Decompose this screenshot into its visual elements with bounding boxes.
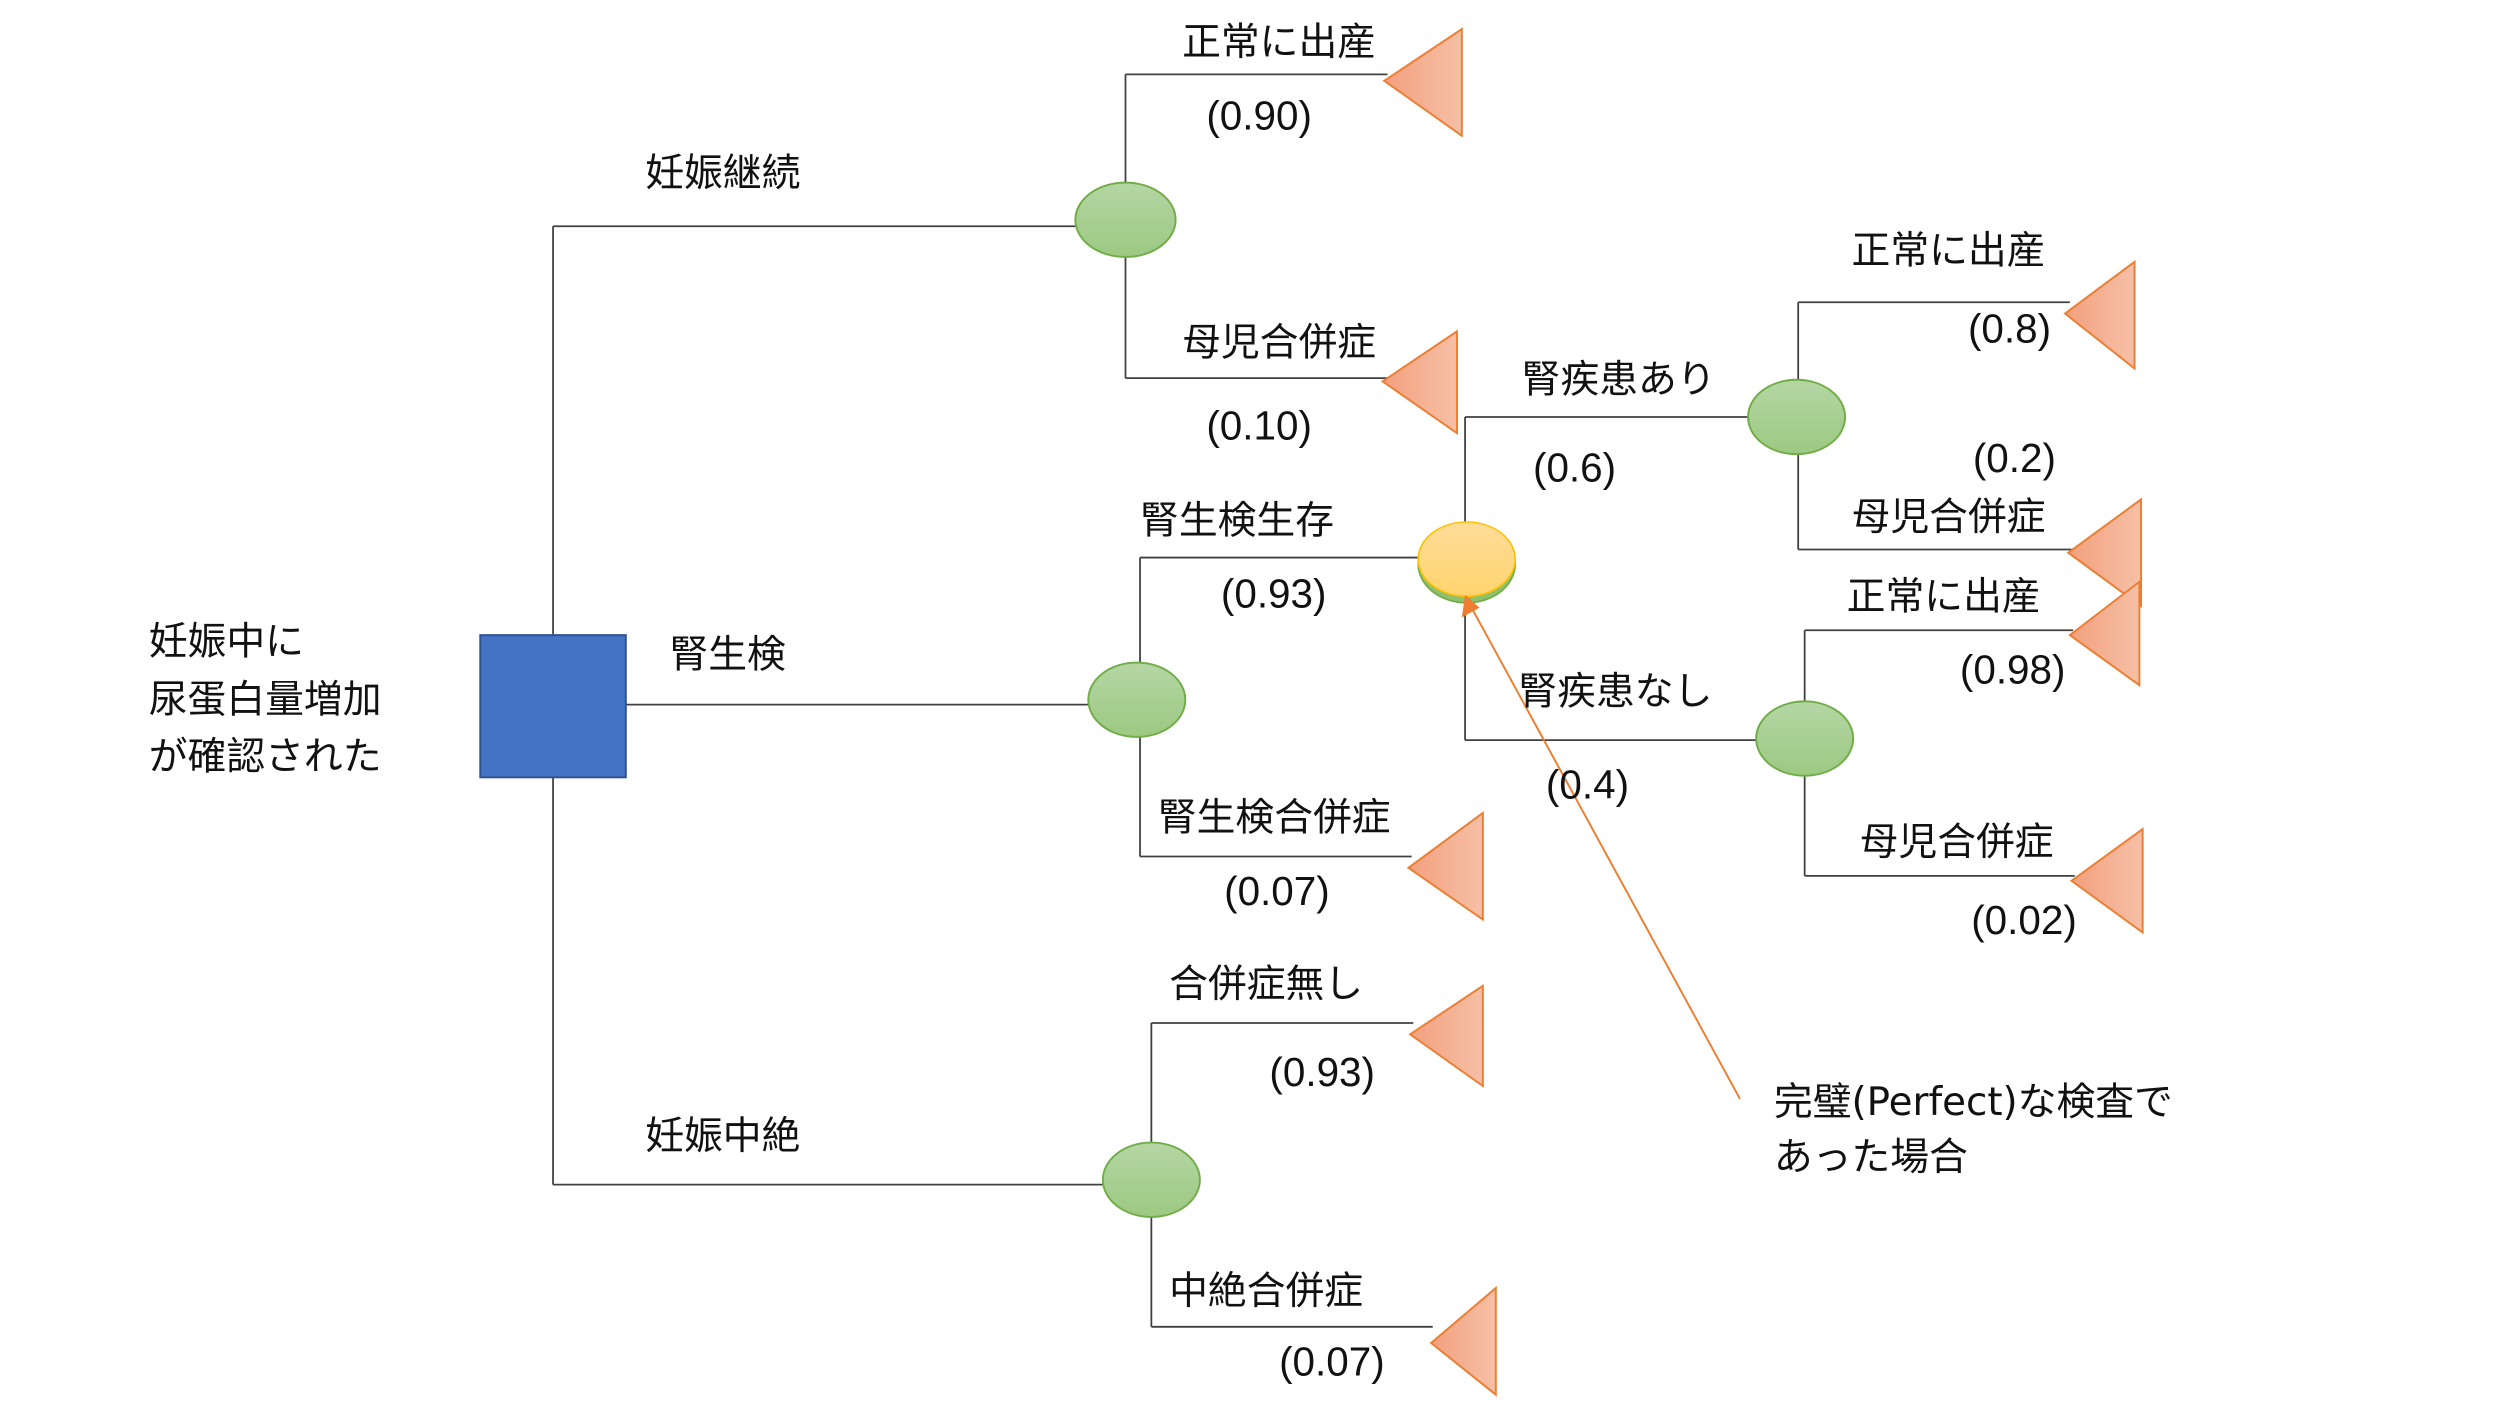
chance-node-continue[interactable] bbox=[1074, 181, 1177, 258]
dyes-complication-label: 母児合併症 bbox=[1852, 495, 2046, 540]
biopsy-complication-prob: (0.07) bbox=[1224, 868, 1330, 914]
terminal-node-dyes-complication[interactable] bbox=[2066, 497, 2142, 608]
root-label-line-3: が確認された bbox=[149, 734, 382, 779]
disease-yes-label: 腎疾患あり bbox=[1522, 358, 1716, 403]
disease-no-prob: (0.4) bbox=[1546, 761, 1629, 807]
continue-complication-prob: (0.10) bbox=[1206, 403, 1312, 449]
chance-node-disease-no[interactable] bbox=[1755, 700, 1855, 777]
biopsy-label: 腎生検 bbox=[669, 632, 785, 677]
dno-normal-prob: (0.98) bbox=[1960, 647, 2066, 693]
terminal-node-dyes-normal[interactable] bbox=[2063, 259, 2136, 371]
terminate-label: 妊娠中絶 bbox=[645, 1114, 800, 1159]
terminate-complication-label: 中絶合併症 bbox=[1169, 1269, 1363, 1314]
chance-node-terminate[interactable] bbox=[1101, 1141, 1201, 1218]
annotation-line-2: あった場合 bbox=[1774, 1135, 1968, 1180]
terminal-node-continue-complication[interactable] bbox=[1380, 329, 1458, 435]
terminal-node-dno-normal[interactable] bbox=[2068, 579, 2141, 688]
dyes-normal-label: 正常に出産 bbox=[1852, 228, 2046, 273]
continue-normal-label: 正常に出産 bbox=[1182, 20, 1376, 65]
dno-complication-prob: (0.02) bbox=[1971, 897, 2077, 943]
biopsy-complication-label: 腎生検合併症 bbox=[1158, 796, 1391, 841]
terminal-node-biopsy-complication[interactable] bbox=[1406, 810, 1484, 922]
disease-yes-prob: (0.6) bbox=[1533, 445, 1616, 491]
root-label-line-2: 尿蛋白量増加 bbox=[149, 678, 382, 723]
terminal-node-terminate-complication[interactable] bbox=[1429, 1285, 1497, 1397]
terminal-node-dno-complication[interactable] bbox=[2069, 827, 2144, 935]
dyes-normal-prob: (0.8) bbox=[1968, 306, 2051, 352]
continue-normal-prob: (0.90) bbox=[1206, 92, 1312, 138]
decision-node[interactable] bbox=[479, 634, 627, 779]
dno-normal-label: 正常に出産 bbox=[1847, 574, 2041, 619]
continue-complication-label: 母児合併症 bbox=[1182, 321, 1376, 366]
annotation-line-1: 完璧(Perfect)な検査で bbox=[1774, 1080, 2173, 1125]
root-label-line-1: 妊娠中に bbox=[149, 620, 304, 665]
chance-node-biopsy[interactable] bbox=[1087, 661, 1187, 738]
dno-complication-label: 母児合併症 bbox=[1860, 820, 2054, 865]
disease-no-label: 腎疾患なし bbox=[1518, 670, 1712, 715]
terminal-node-continue-normal[interactable] bbox=[1382, 27, 1463, 138]
terminate-complication-prob: (0.07) bbox=[1279, 1338, 1385, 1384]
chance-node-perfect-info[interactable] bbox=[1417, 521, 1517, 604]
biopsy-survive-prob: (0.93) bbox=[1221, 571, 1327, 617]
biopsy-survive-label: 腎生検生存 bbox=[1140, 498, 1334, 543]
continue-label: 妊娠継続 bbox=[645, 151, 800, 196]
terminate-none-label: 合併症無し bbox=[1169, 962, 1363, 1007]
annotation-arrow bbox=[1461, 594, 1741, 1100]
arrow-head-icon bbox=[1461, 594, 1480, 618]
terminate-none-prob: (0.93) bbox=[1269, 1049, 1375, 1095]
chance-node-disease-yes[interactable] bbox=[1747, 378, 1847, 456]
dyes-complication-prob: (0.2) bbox=[1973, 435, 2056, 481]
terminal-node-terminate-none[interactable] bbox=[1408, 984, 1484, 1088]
